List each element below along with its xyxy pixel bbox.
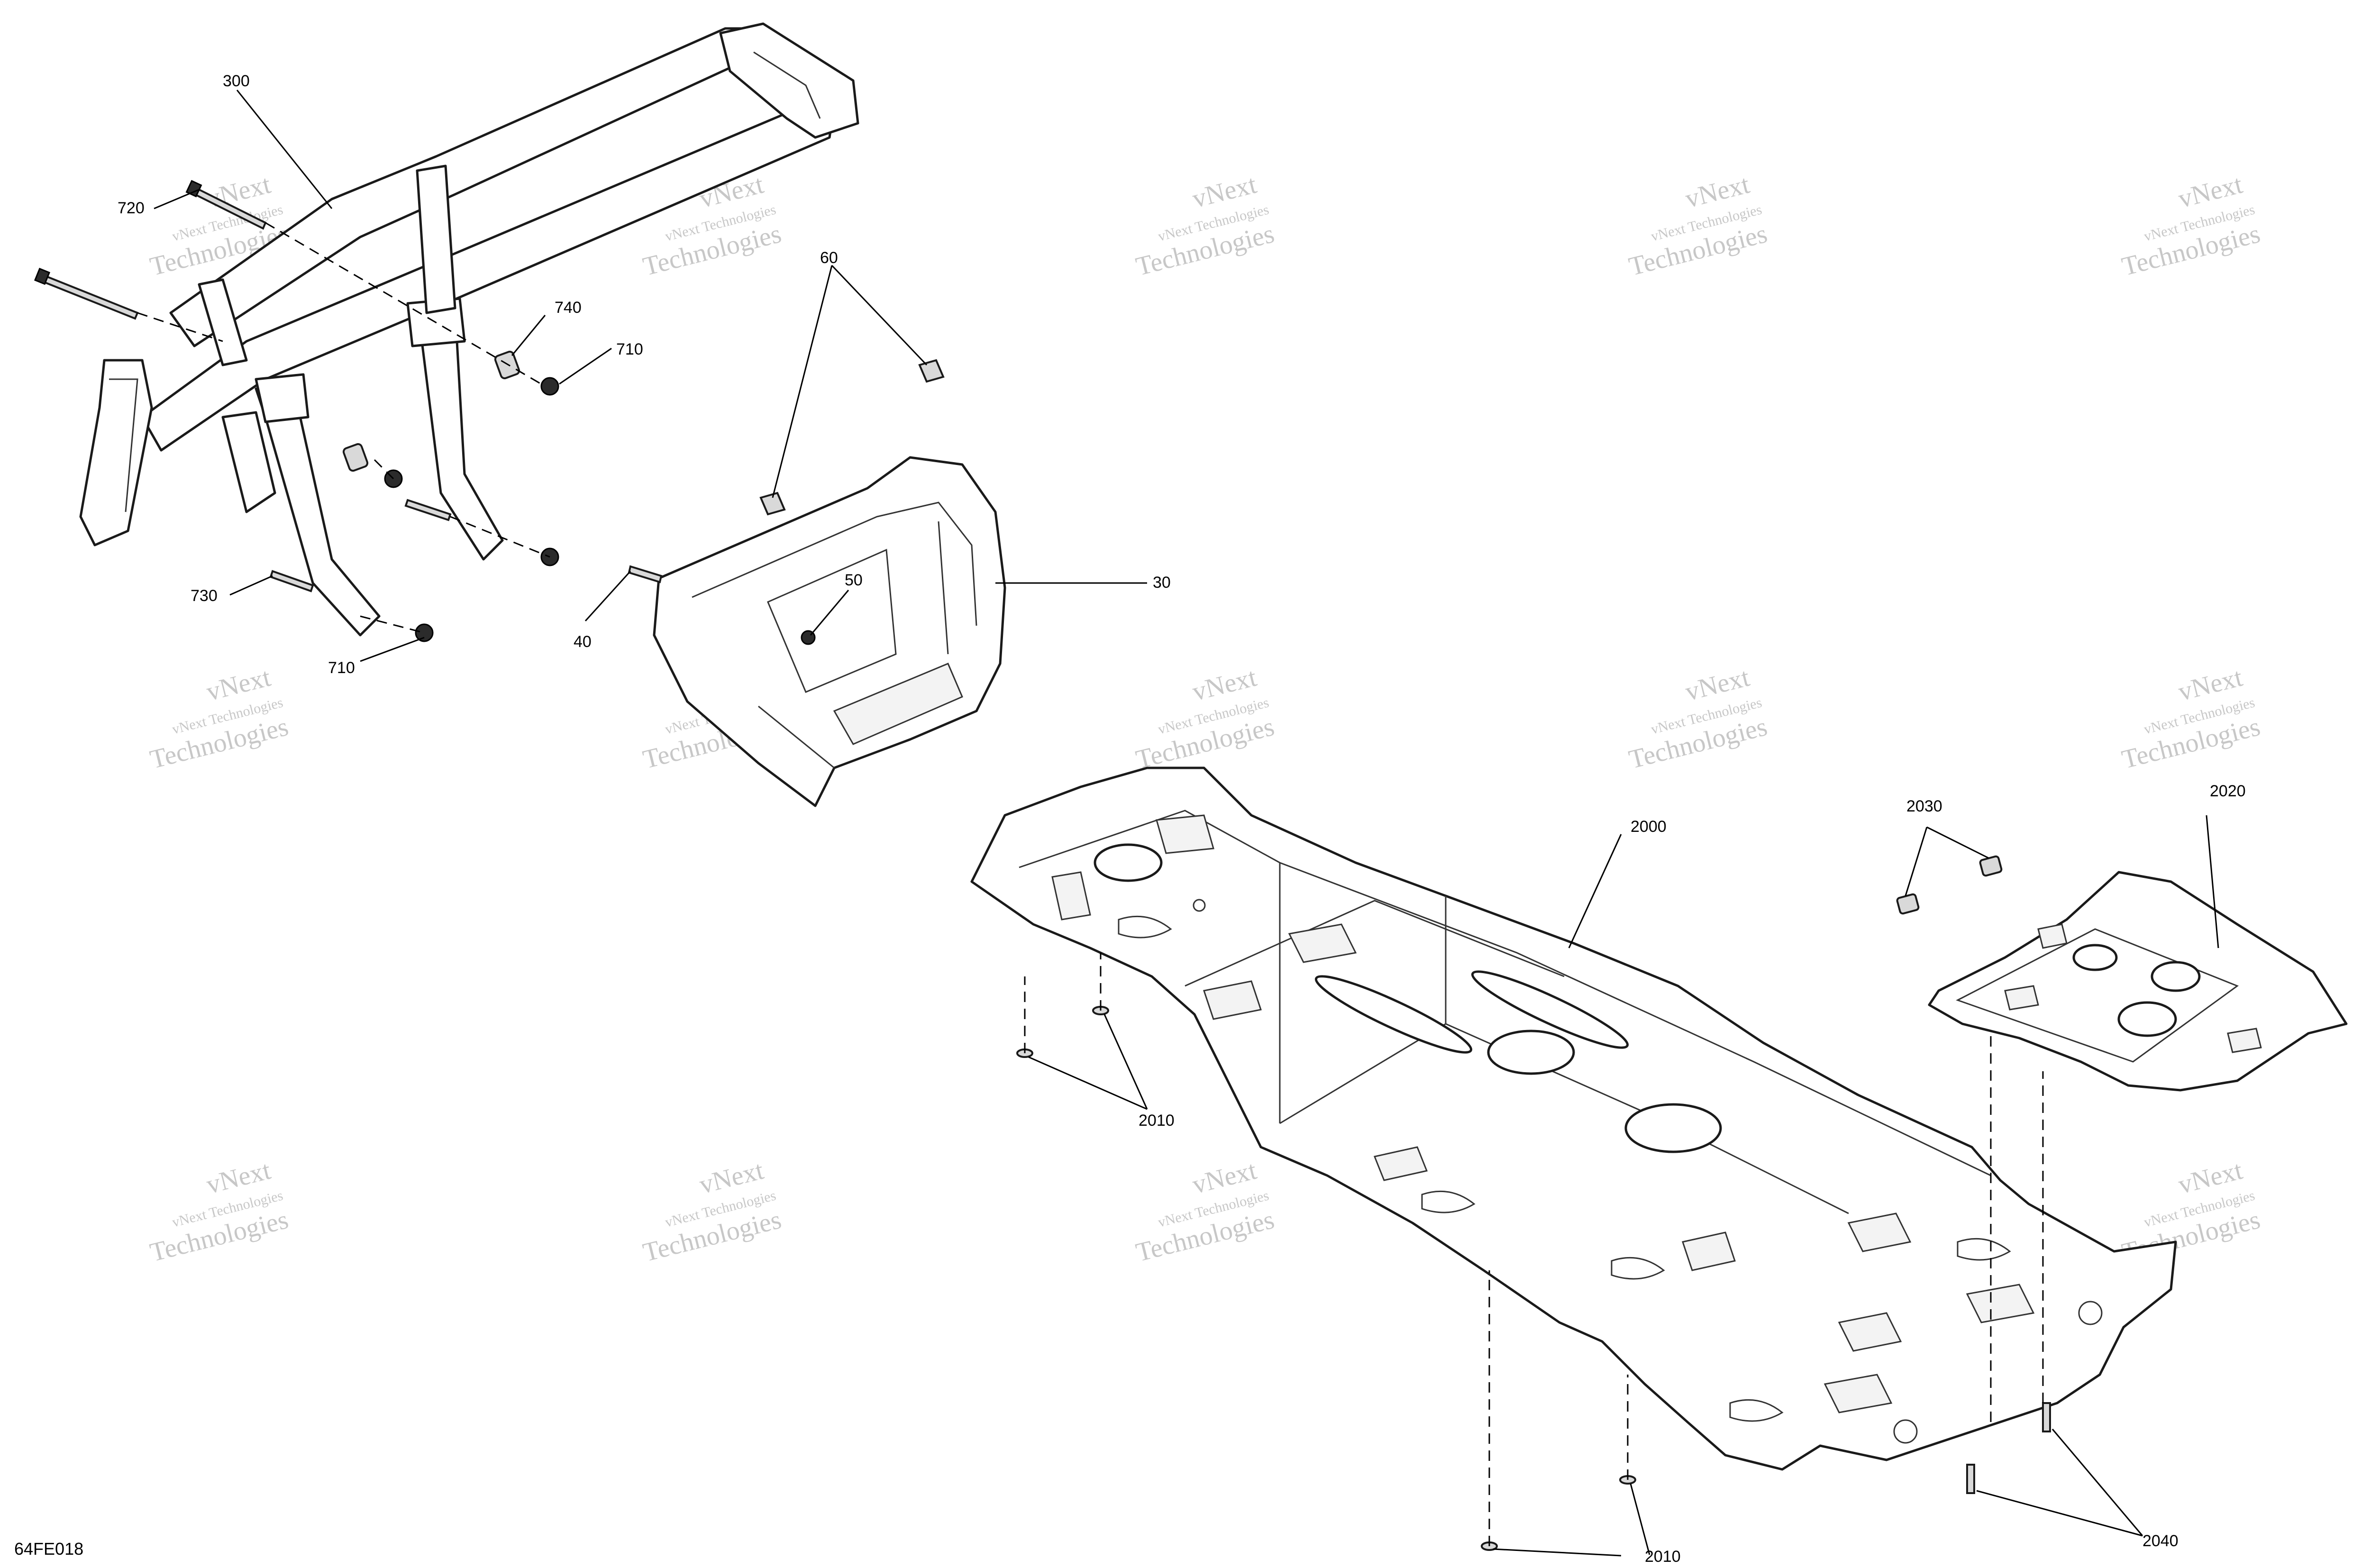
watermark: vNext vNext Technologies Technologies xyxy=(147,663,291,775)
skid-plate-2000[interactable] xyxy=(970,766,2177,1471)
bolt-head-icon xyxy=(185,180,202,198)
nut-710-icon[interactable] xyxy=(415,623,434,642)
clip-60-icon[interactable] xyxy=(759,492,786,516)
callout-labels: 300 720 740 710 730 710 60 50 30 40 2000… xyxy=(118,72,2246,1566)
callout-40: 40 xyxy=(574,633,592,651)
center-panel-30[interactable] xyxy=(628,456,1006,807)
watermark: vNext vNext Technologies Technologies xyxy=(147,1156,291,1267)
clips-60 xyxy=(759,359,945,516)
screw-2040-icon[interactable] xyxy=(1966,1464,1975,1494)
clip-60-icon[interactable] xyxy=(918,359,945,383)
spacer-740-icon[interactable] xyxy=(494,350,520,380)
clip-2030-icon[interactable] xyxy=(1896,893,1920,915)
watermark: vNext vNext Technologies Technologies xyxy=(2119,663,2263,775)
screw-2040-icon[interactable] xyxy=(2042,1402,2051,1432)
callout-300: 300 xyxy=(223,72,250,90)
callout-2000: 2000 xyxy=(1631,818,1667,836)
watermark: vNext vNext Technologies Technologies xyxy=(1133,1156,1277,1267)
callout-2010-b: 2010 xyxy=(1645,1548,1681,1566)
watermark: vNext vNext Technologies Technologies xyxy=(640,1156,784,1267)
rear-plate-2020[interactable] xyxy=(1928,871,2348,1092)
bolt-730-icon[interactable] xyxy=(269,570,314,593)
callout-60: 60 xyxy=(820,249,838,267)
bolt-long-icon[interactable] xyxy=(39,273,139,320)
callout-740: 740 xyxy=(555,299,582,317)
screw-40-icon[interactable] xyxy=(628,565,663,583)
watermark: vNext vNext Technologies Technologies xyxy=(1626,663,1770,775)
diagram-reference-code: 64FE018 xyxy=(14,1539,83,1559)
callout-710-b: 710 xyxy=(328,659,355,677)
hardware-group-300 xyxy=(34,180,559,642)
callout-30: 30 xyxy=(1153,574,1171,592)
callout-2030: 2030 xyxy=(1906,797,1942,815)
fasteners-skid xyxy=(1016,953,2051,1551)
watermark: vNext vNext Technologies Technologies xyxy=(1626,170,1770,282)
callout-710-a: 710 xyxy=(616,340,643,358)
watermark: vNext vNext Technologies Technologies xyxy=(1133,663,1277,775)
callout-730: 730 xyxy=(191,587,218,605)
watermark: vNext vNext Technologies Technologies xyxy=(2119,170,2263,282)
bolt-icon[interactable] xyxy=(404,499,452,521)
bolt-head-icon xyxy=(34,267,51,285)
nut-710-icon[interactable] xyxy=(540,377,559,396)
watermark: vNext vNext Technologies Technologies xyxy=(1133,170,1277,282)
spacer-icon[interactable] xyxy=(342,443,369,472)
bumper-frame-300[interactable] xyxy=(79,22,859,637)
clip-2030-icon[interactable] xyxy=(1979,855,2003,877)
leader-lines xyxy=(154,90,2219,1557)
callout-2020: 2020 xyxy=(2210,782,2246,800)
clips-2030 xyxy=(1896,855,2003,915)
callout-2040: 2040 xyxy=(2142,1532,2179,1550)
callout-2010-a: 2010 xyxy=(1139,1112,1175,1130)
callout-720: 720 xyxy=(118,199,145,217)
callout-50: 50 xyxy=(845,571,863,589)
